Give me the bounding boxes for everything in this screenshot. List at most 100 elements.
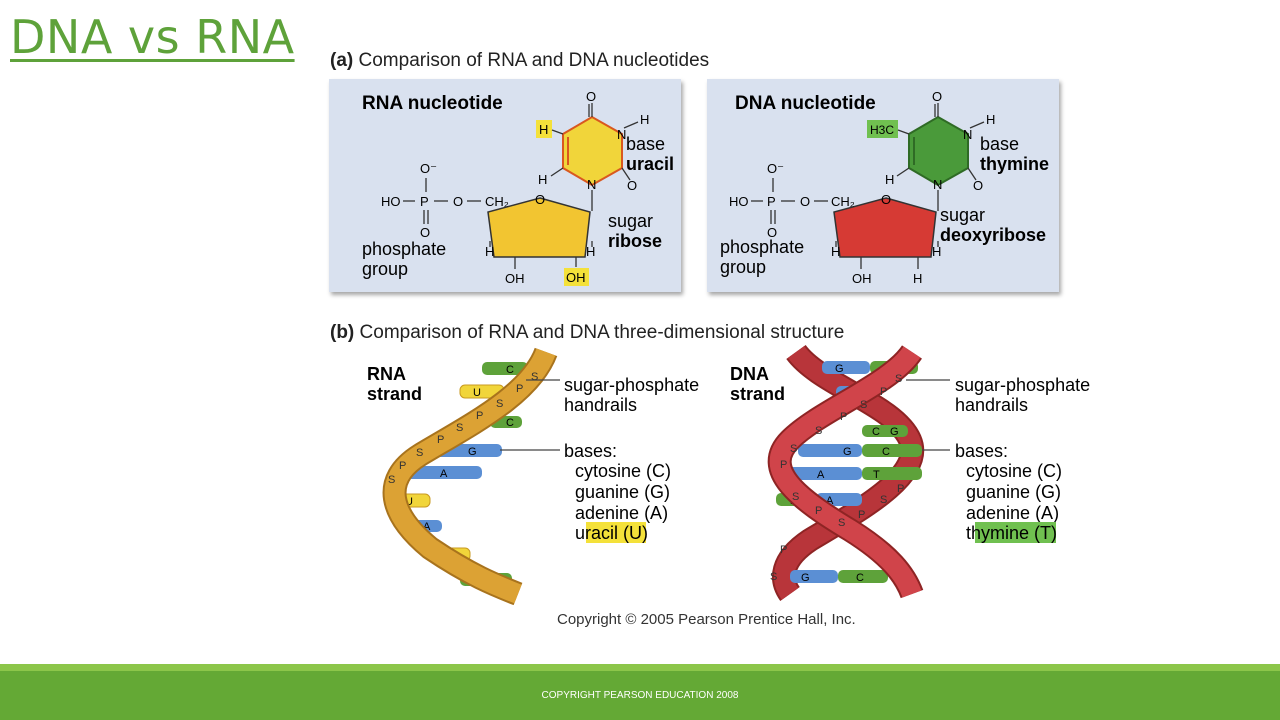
rna-base-name: uracil [626,154,674,174]
backbone-letter-p: P [780,459,787,471]
rna-base-letter: U [405,496,413,508]
rna-base-letter: A [440,468,448,480]
thymine-highlight [975,522,1056,543]
rna-sugar-label: sugar [608,211,653,231]
rna-highlight-oh [564,268,589,286]
atom-o: O [586,89,596,104]
rna-handrails-label: sugar-phosphate [564,375,699,395]
backbone-letter-p: P [437,434,444,446]
rna-highlight-h [536,120,552,138]
atom-n: N [617,127,626,142]
backbone-letter-p: P [780,544,787,556]
atom-o: O [420,225,430,240]
atom-o: O [881,192,891,207]
rna-highlight-h-text: H [539,122,548,137]
dna-rna-figure: RNA nucleotide O N H O N H H base uracil… [362,89,1090,606]
footer-text: COPYRIGHT PEARSON EDUCATION 2008 [541,690,739,701]
atom-o: O [932,89,942,104]
rna-nucleotide: RNA nucleotide O N H O N H H base uracil… [362,89,674,286]
dna-base-letter: A [826,495,834,507]
atom-ch2: CH₂ [831,194,855,209]
atom-h: H [538,172,547,187]
backbone-letter-p: P [858,509,865,521]
rna-phosphate-label: phosphate [362,239,446,259]
atom-h: H [885,172,894,187]
dna-base-adenine: adenine (A) [966,503,1059,523]
rna-nucleotide-heading: RNA nucleotide [362,93,503,114]
atom-h: H [932,244,941,259]
atom-o: O [800,194,810,209]
atom-h: H [831,244,840,259]
dna-base-bar [838,570,888,583]
dna-base-bar [862,467,922,480]
dna-base-label: base [980,134,1019,154]
dna-base-letter: G [843,446,852,458]
atom-ho: HO [729,194,749,209]
rna-sugar-phosphate-backbone [384,347,556,604]
atom-ch2: CH₂ [485,194,509,209]
dna-strand-structure: DNA strand G C A C G G C A T T A [730,344,1090,601]
atom-n: N [587,177,596,192]
rna-base-bar [404,466,482,479]
dna-base-bar [798,444,862,457]
dna-base-bar [862,444,922,457]
dna-highlight-h3c-text: H3C [870,123,894,137]
dna-base-bar [822,361,870,374]
dna-base-letter: C [882,446,890,458]
dna-sugar-label: sugar [940,205,985,225]
rna-bottom-oh: OH [505,271,525,286]
thymine-ring [908,115,969,187]
uracil-highlight [586,522,646,543]
dna-strand-label-2: strand [730,384,785,404]
atom-h: H [986,112,995,127]
dna-base-guanine: guanine (G) [966,482,1061,502]
deoxyribose-sugar [833,197,937,258]
dna-base-cytosine: cytosine (C) [966,461,1062,481]
dna-base-name: thymine [980,154,1049,174]
rna-bases-title: bases: [564,441,617,461]
dna-base-bar [862,425,908,437]
dna-bottom-h: H [913,271,922,286]
atom-o: O [453,194,463,209]
part-a-title: (a) Comparison of RNA and DNA nucleotide… [330,50,709,72]
rna-base-letter: C [506,364,514,376]
rna-highlight-oh-text: OH [566,270,586,285]
rna-strand-label: RNA [367,364,406,384]
rna-base-letter: G [468,446,477,458]
dna-phosphate-label: phosphate [720,237,804,257]
part-b-letter: (b) [330,322,355,343]
rna-strand-structure: RNA strand C U C G A U A U C S P S [367,347,699,606]
dna-nucleotide-heading: DNA nucleotide [735,93,876,114]
rna-base-adenine: adenine (A) [575,503,668,523]
backbone-letter-s: S [770,571,777,583]
slide-title: DNA vs RNA [10,10,295,64]
backbone-letter-s: S [895,373,902,385]
uracil-ring [562,115,623,187]
part-b-title: (b) Comparison of RNA and DNA three-dime… [330,322,844,344]
footer-accent-line [0,664,1280,671]
rna-base-bar [482,362,528,375]
dna-backbone-letters: S P S P S S P S P S P S P P S [770,373,904,583]
rna-phosphate-label-2: group [362,259,408,279]
backbone-letter-s: S [496,398,503,410]
atom-p: P [420,194,429,209]
figure-copyright: Copyright © 2005 Pearson Prentice Hall, … [557,611,856,628]
rna-base-uracil: uracil (U) [575,523,648,543]
rna-base-label: base [626,134,665,154]
atom-h: H [485,244,494,259]
backbone-letter-s: S [531,371,538,383]
backbone-letter-p: P [815,505,822,517]
dna-base-letter: C [856,572,864,584]
backbone-letter-p: P [516,383,523,395]
part-a-letter: (a) [330,50,354,71]
rna-backbone-letters: S P S P S P S P S [388,371,538,486]
dna-base-letter: A [817,469,825,481]
atom-ho: HO [381,194,401,209]
part-a-title-text: Comparison of RNA and DNA nucleotides [358,50,710,71]
dna-base-bar [790,570,838,583]
rna-base-letter: A [423,521,431,533]
dna-nucleotide: DNA nucleotide O N H O N H3C H base thym… [720,89,1049,286]
backbone-letter-p: P [476,410,483,422]
dna-handrails-label-2: handrails [955,395,1028,415]
backbone-letter-s: S [838,517,845,529]
